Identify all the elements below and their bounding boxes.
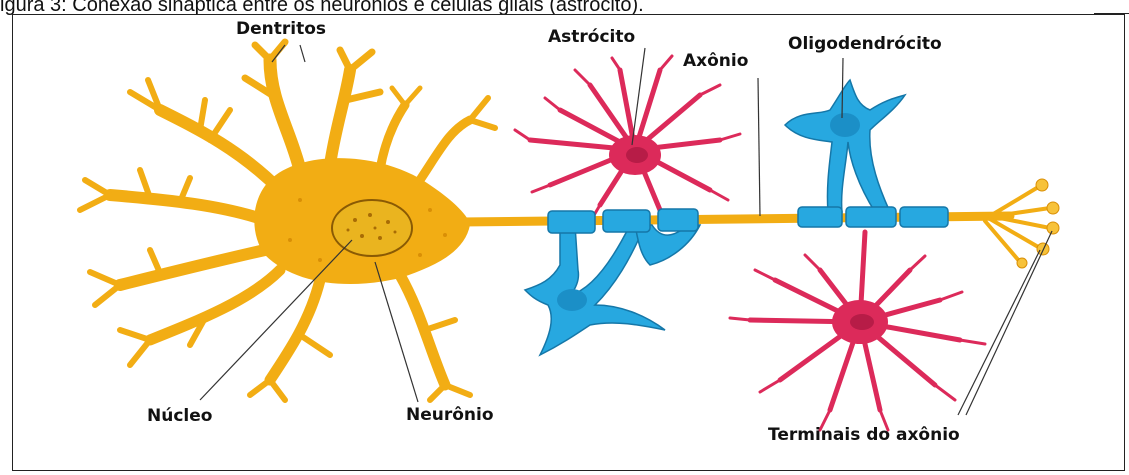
dendrite: [150, 270, 280, 340]
oligodendrocyte: [785, 80, 905, 212]
astrocyte-top: [515, 56, 740, 228]
leader-dendritos-b: [300, 45, 305, 62]
leader-terminais-a: [958, 250, 1040, 415]
glial-cell-lower: [525, 225, 700, 355]
label-astrocito: Astrócito: [548, 27, 635, 47]
dendrite: [120, 250, 265, 285]
label-oligodendrocito: Oligodendrócito: [788, 34, 942, 54]
dendrite: [270, 280, 320, 380]
myelin-segment: [548, 211, 595, 233]
leader-axonio: [758, 78, 760, 216]
label-axonio: Axônio: [683, 51, 748, 71]
dendrite: [270, 60, 300, 170]
label-nucleo: Núcleo: [147, 406, 212, 426]
dendrite: [380, 105, 405, 170]
label-dendritos: Dentritos: [236, 19, 326, 39]
label-neuronio: Neurônio: [406, 405, 494, 425]
dendrite: [110, 195, 265, 220]
leader-terminais-b: [966, 231, 1052, 415]
myelin-segment: [900, 207, 948, 227]
leader-neuronio: [375, 262, 418, 402]
myelin-segment: [658, 209, 698, 231]
dendrite: [330, 70, 350, 165]
astrocyte-bottom: [730, 232, 985, 430]
myelin-segment: [603, 210, 650, 232]
myelin-segment: [846, 207, 896, 227]
label-terminais: Terminais do axônio: [768, 425, 960, 445]
myelin-segment: [798, 207, 842, 227]
dendrite: [420, 120, 470, 180]
